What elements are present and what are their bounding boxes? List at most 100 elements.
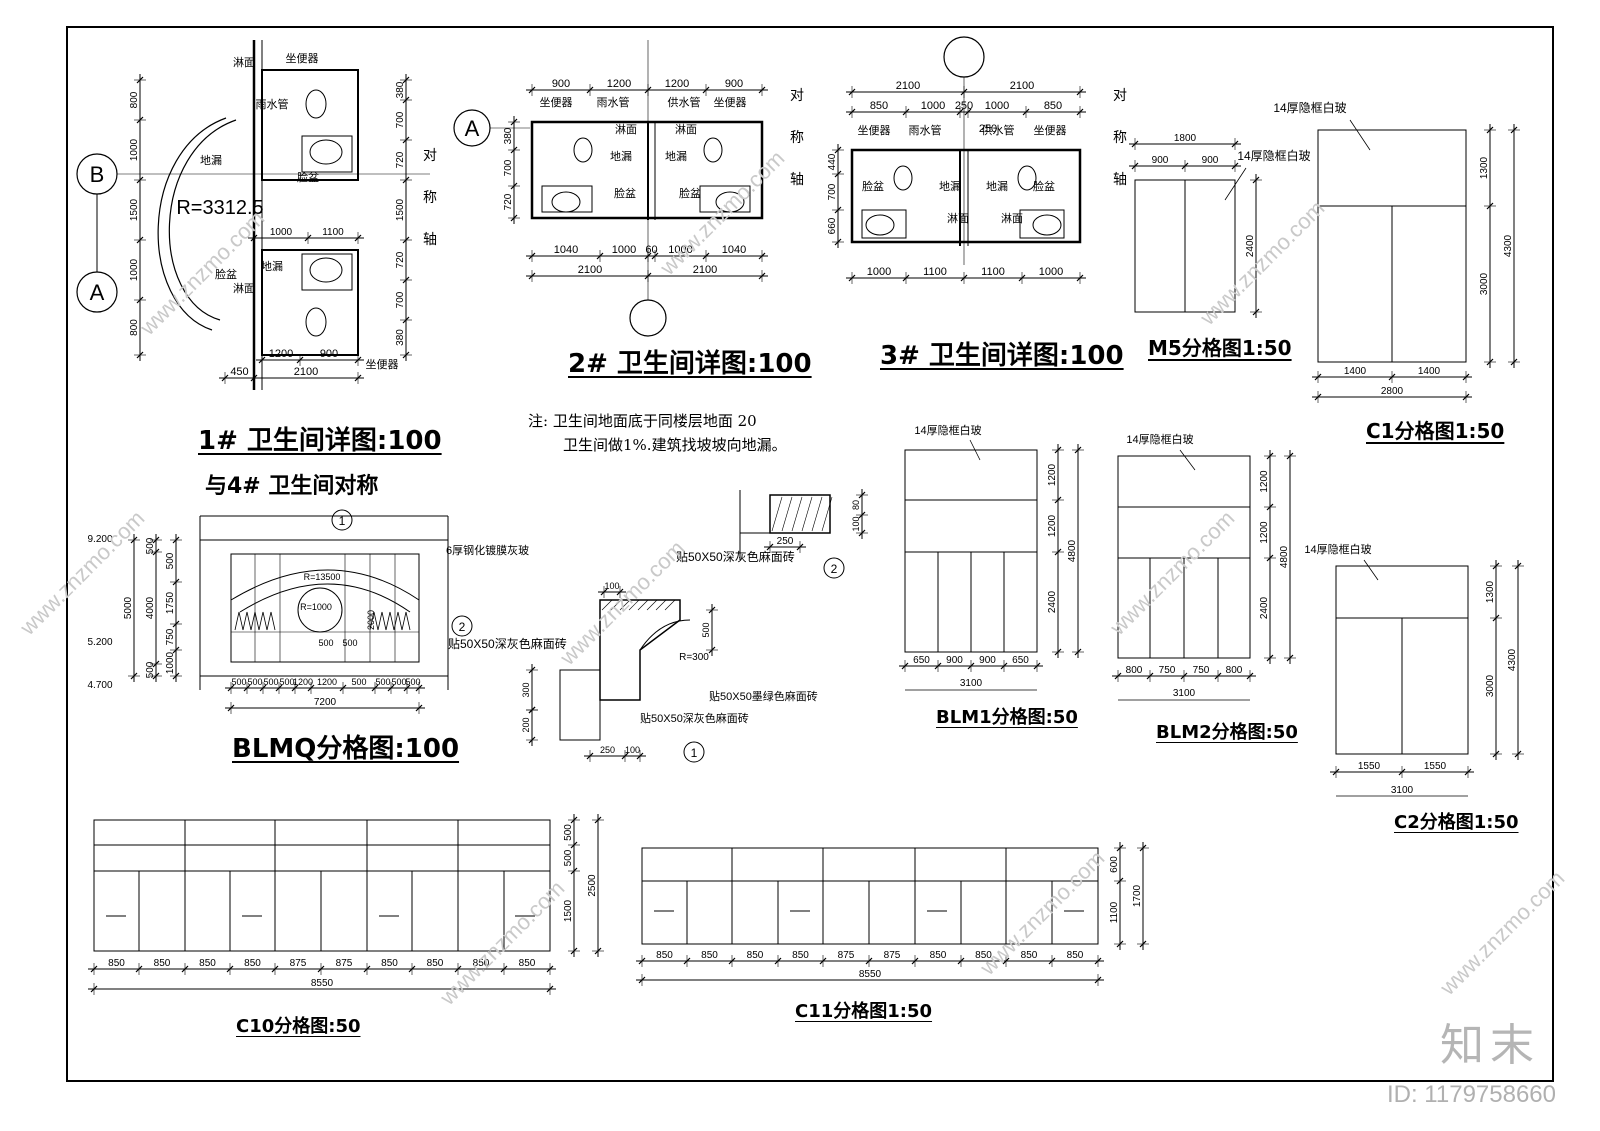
sym-axis-char: 称 xyxy=(1113,129,1127,145)
title-blm1: BLM1分格图:50 xyxy=(936,707,1078,728)
dim-label: 200 xyxy=(521,717,531,732)
glass-label: 14厚隐框白玻 xyxy=(1304,542,1371,556)
fixture-label: 淋面 xyxy=(675,123,697,136)
arc-label: 2000 xyxy=(366,610,376,630)
rect xyxy=(301,135,353,173)
dim-label: 500 xyxy=(563,849,574,866)
dim-label: 3100 xyxy=(1391,785,1414,796)
dim-label: 500 xyxy=(405,677,420,687)
fixture-label: 淋面 xyxy=(233,282,255,295)
dim-label: 1100 xyxy=(923,266,947,278)
line xyxy=(262,611,268,631)
dim-label: 850 xyxy=(244,958,261,969)
rect xyxy=(850,148,1082,244)
dim-label: 2400 xyxy=(1245,234,1256,257)
dim-label: 4800 xyxy=(1067,539,1078,562)
dim-label: 7200 xyxy=(314,697,337,708)
line xyxy=(385,611,391,631)
title-m5: M5分格图1:50 xyxy=(1148,336,1292,360)
dim-label: 700 xyxy=(503,159,514,176)
dim-label: 100 xyxy=(604,581,619,591)
dim-label: 1550 xyxy=(1424,761,1447,772)
dim-label: 875 xyxy=(336,958,353,969)
dim-label: 660 xyxy=(827,217,838,234)
dim-label: 850 xyxy=(930,950,947,961)
dim-label: 500 xyxy=(391,677,406,687)
dim-label: 800 xyxy=(1126,665,1143,676)
dim-label: 875 xyxy=(884,950,901,961)
dim-label: 850 xyxy=(381,958,398,969)
title-c2: C2分格图1:50 xyxy=(1394,812,1519,833)
dim-label: 1200 xyxy=(607,78,631,90)
dim-label: 2100 xyxy=(578,264,602,276)
level-label: 9.200 xyxy=(87,534,112,545)
line xyxy=(373,611,379,631)
section-marker: 1 xyxy=(691,746,698,760)
drawing-frame xyxy=(66,26,1554,1082)
title-c1: C1分格图1:50 xyxy=(1366,419,1505,443)
dim-label: 2100 xyxy=(1010,80,1034,92)
line xyxy=(401,611,407,631)
fixture xyxy=(305,89,327,119)
dim-label: 1200 xyxy=(1047,463,1058,486)
dim-label: 1300 xyxy=(1485,580,1496,603)
line xyxy=(389,611,395,631)
fixture-label: 地漏 xyxy=(665,150,687,163)
dim-label: 1400 xyxy=(1418,366,1441,377)
fixture xyxy=(309,257,343,283)
title-t3: 3# 卫生间详图:100 xyxy=(880,341,1124,371)
fixture-label: 雨水管 xyxy=(256,97,289,111)
fixture-label: 雨水管 xyxy=(597,95,630,109)
line xyxy=(801,496,813,532)
dim-label: 720 xyxy=(395,151,406,168)
rect xyxy=(861,209,907,239)
sym-axis-char: 轴 xyxy=(1113,171,1127,187)
circle xyxy=(683,741,705,763)
dim-label: 850 xyxy=(154,958,171,969)
line xyxy=(771,496,783,532)
logo-text: 知末 xyxy=(1440,1020,1540,1071)
dim-label: 720 xyxy=(503,193,514,210)
dim-label: 1100 xyxy=(1109,901,1120,923)
arc-label: R=13500 xyxy=(304,572,341,582)
dim-label: 5000 xyxy=(123,596,134,619)
fixture-label: 坐便器 xyxy=(714,96,747,109)
dim-label: 1700 xyxy=(1132,884,1143,907)
dim-label: 2400 xyxy=(1259,596,1270,619)
dim-label: 2500 xyxy=(587,874,598,897)
circle xyxy=(451,615,473,637)
line xyxy=(377,611,383,631)
dim-label: 700 xyxy=(395,291,406,308)
dim-label: 500 xyxy=(231,677,246,687)
dim-label: 1200 xyxy=(1047,514,1058,537)
dim-label: 1200 xyxy=(317,677,337,687)
dim-label: 1100 xyxy=(322,227,344,238)
dim-label: 1500 xyxy=(129,198,140,221)
dim-label: 800 xyxy=(1226,665,1243,676)
sym-axis-char: 轴 xyxy=(790,171,804,187)
dim-label: 800 xyxy=(129,319,140,336)
fixture xyxy=(1017,165,1037,191)
line xyxy=(1363,559,1379,581)
dim-label: 4300 xyxy=(1503,234,1514,257)
dim-label: 450 xyxy=(230,366,248,378)
dim-label: 300 xyxy=(521,682,531,697)
fixture-label: 淋面 xyxy=(1001,212,1023,225)
fixture-label: 供水管 xyxy=(982,123,1015,137)
line xyxy=(250,611,256,631)
line xyxy=(969,439,981,461)
dim-label: 850 xyxy=(1067,950,1084,961)
tile-label: 贴50X50深灰色麻面砖 xyxy=(640,711,749,725)
title-t1: 1# 卫生间详图:100 xyxy=(198,426,442,456)
dim-label: 80 xyxy=(851,500,861,510)
dim-label: 2100 xyxy=(294,366,318,378)
dim-label: 500 xyxy=(165,552,176,569)
dim-label: 1400 xyxy=(1344,366,1367,377)
fixture-label: 地漏 xyxy=(610,150,632,163)
fixture-label: 坐便器 xyxy=(858,124,891,137)
dim-label: 850 xyxy=(747,950,764,961)
dim-label: 380 xyxy=(503,127,514,144)
dim-label: 2400 xyxy=(1047,590,1058,613)
dim-label: 3000 xyxy=(1479,272,1490,295)
